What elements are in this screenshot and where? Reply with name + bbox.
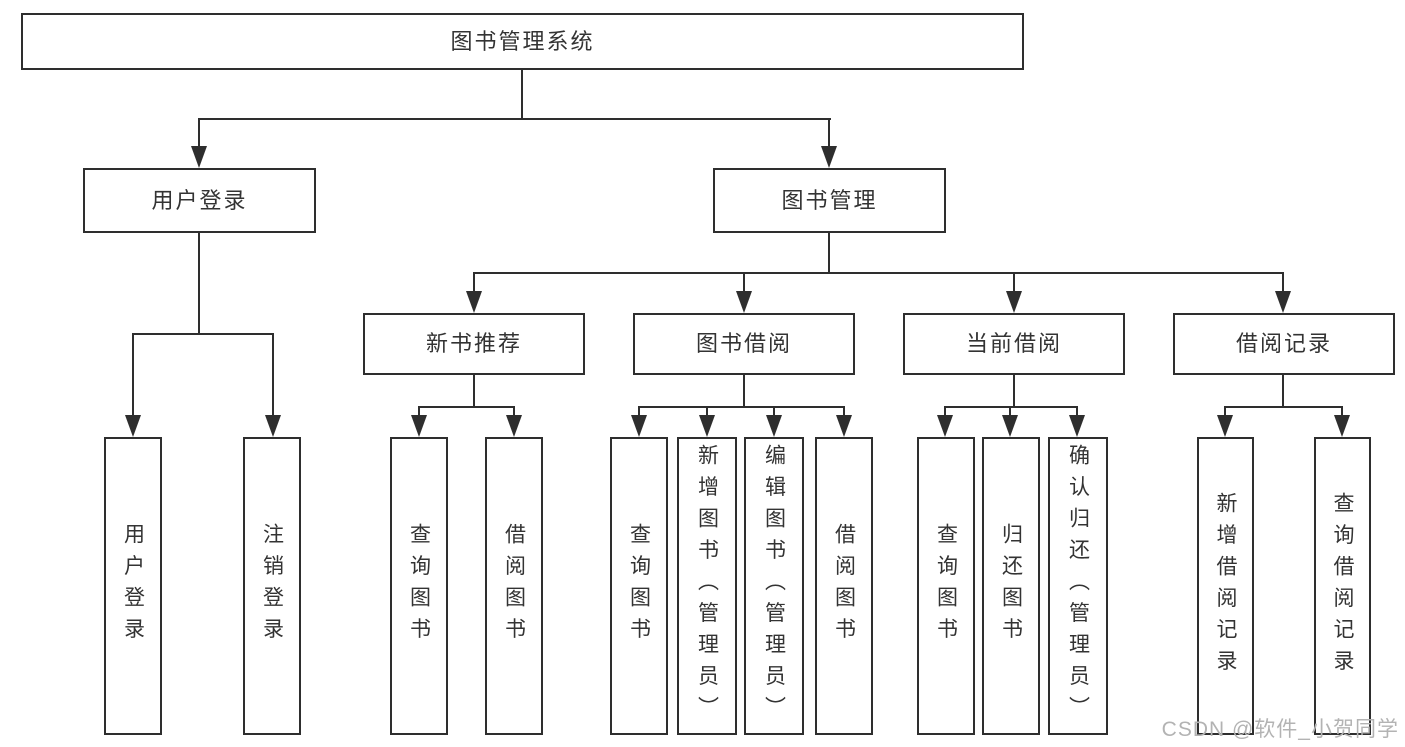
connector <box>198 118 831 120</box>
node-leaf-records-add: 新增借阅记录 <box>1197 437 1254 735</box>
node-new-book-recommend: 新书推荐 <box>363 313 585 375</box>
connector <box>1282 272 1284 293</box>
connector <box>773 406 775 417</box>
node-leaf-borrowing-query: 查询图书 <box>610 437 668 735</box>
connector <box>1282 375 1284 406</box>
watermark: CSDN @软件_小贺同学 <box>1161 718 1399 741</box>
node-leaf-current-return: 归还图书 <box>982 437 1040 735</box>
node-leaf-borrowing-edit-admin: 编辑图书（管理员） <box>744 437 804 735</box>
arrow-down-icon <box>411 415 427 437</box>
node-leaf-login: 用户登录 <box>104 437 162 735</box>
connector <box>1076 406 1078 417</box>
node-borrowing-records: 借阅记录 <box>1173 313 1395 375</box>
node-leaf-recommend-query: 查询图书 <box>390 437 448 735</box>
connector <box>944 406 1078 408</box>
node-leaf-records-query: 查询借阅记录 <box>1314 437 1371 735</box>
arrow-down-icon <box>466 291 482 313</box>
node-book-management: 图书管理 <box>713 168 946 233</box>
arrow-down-icon <box>1275 291 1291 313</box>
arrow-down-icon <box>1002 415 1018 437</box>
connector <box>706 406 708 417</box>
connector <box>944 406 946 417</box>
connector <box>638 406 845 408</box>
connector <box>843 406 845 417</box>
node-leaf-recommend-borrow: 借阅图书 <box>485 437 543 735</box>
node-current-borrowing: 当前借阅 <box>903 313 1125 375</box>
connector <box>743 375 745 406</box>
node-leaf-current-confirm-admin: 确认归还（管理员） <box>1048 437 1108 735</box>
connector <box>1013 272 1015 293</box>
node-leaf-current-query: 查询图书 <box>917 437 975 735</box>
connector <box>132 333 274 335</box>
arrow-down-icon <box>821 146 837 168</box>
arrow-down-icon <box>1217 415 1233 437</box>
arrow-down-icon <box>937 415 953 437</box>
node-leaf-logout: 注销登录 <box>243 437 301 735</box>
connector <box>521 69 523 118</box>
connector <box>743 272 745 293</box>
arrow-down-icon <box>1069 415 1085 437</box>
arrow-down-icon <box>506 415 522 437</box>
connector <box>418 406 515 408</box>
node-leaf-borrowing-borrow: 借阅图书 <box>815 437 873 735</box>
arrow-down-icon <box>736 291 752 313</box>
connector <box>513 406 515 417</box>
arrow-down-icon <box>699 415 715 437</box>
connector <box>828 233 830 272</box>
node-leaf-borrowing-add-admin: 新增图书（管理员） <box>677 437 737 735</box>
arrow-down-icon <box>631 415 647 437</box>
arrow-down-icon <box>125 415 141 437</box>
connector <box>198 118 200 150</box>
connector <box>828 118 830 150</box>
arrow-down-icon <box>766 415 782 437</box>
arrow-down-icon <box>836 415 852 437</box>
connector <box>1013 375 1015 406</box>
connector <box>1341 406 1343 417</box>
arrow-down-icon <box>265 415 281 437</box>
connector <box>198 233 200 333</box>
node-user-login: 用户登录 <box>83 168 316 233</box>
connector <box>272 333 274 417</box>
arrow-down-icon <box>1334 415 1350 437</box>
connector <box>473 272 475 293</box>
node-book-borrowing: 图书借阅 <box>633 313 855 375</box>
node-root: 图书管理系统 <box>21 13 1024 70</box>
connector <box>473 375 475 406</box>
arrow-down-icon <box>191 146 207 168</box>
connector <box>418 406 420 417</box>
connector <box>1224 406 1226 417</box>
connector <box>132 333 134 417</box>
connector <box>473 272 1283 274</box>
connector <box>638 406 640 417</box>
connector <box>1224 406 1343 408</box>
arrow-down-icon <box>1006 291 1022 313</box>
connector <box>1009 406 1011 417</box>
